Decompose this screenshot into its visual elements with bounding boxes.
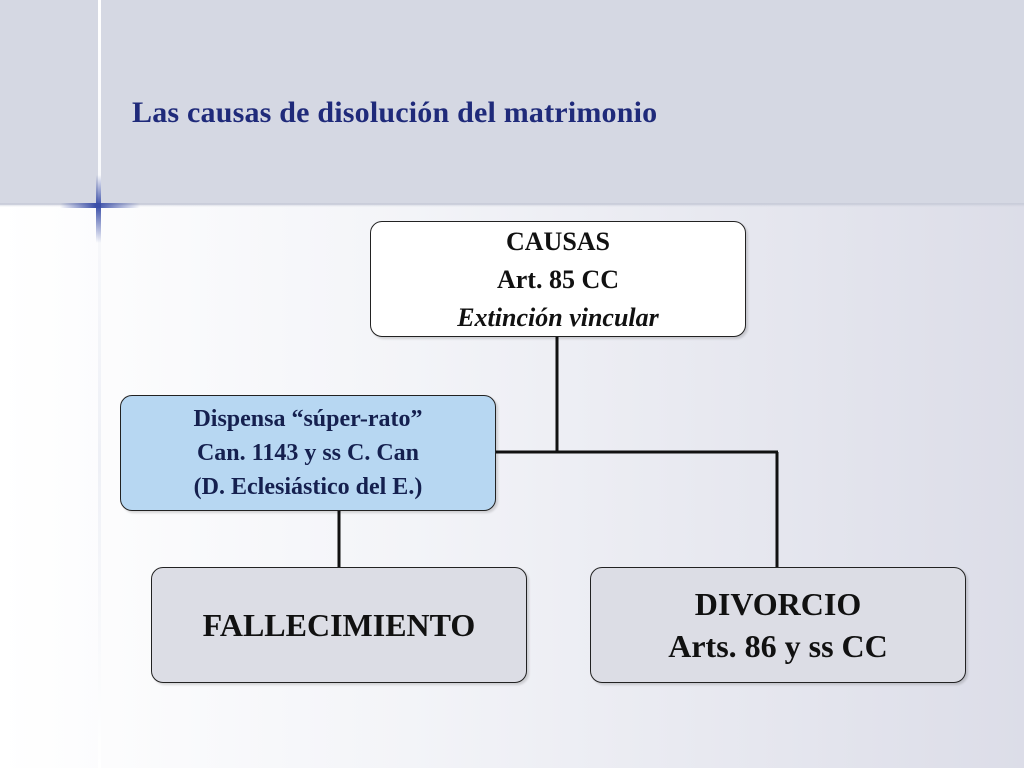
decorative-cross-vertical xyxy=(96,175,101,243)
node-fallecimiento-title: FALLECIMIENTO xyxy=(202,606,476,643)
node-causas-title: CAUSAS xyxy=(505,227,611,256)
decorative-vertical-line xyxy=(98,0,101,768)
header-divider xyxy=(0,203,1024,207)
node-causas-article: Art. 85 CC xyxy=(496,265,620,294)
decorative-cross-horizontal xyxy=(60,203,140,208)
node-fallecimiento: FALLECIMIENTO xyxy=(151,567,527,683)
node-dispensa-note: (D. Eclesiástico del E.) xyxy=(193,474,423,500)
node-dispensa-canon: Can. 1143 y ss C. Can xyxy=(196,440,420,466)
node-dispensa-title: Dispensa “súper-rato” xyxy=(193,406,423,432)
node-causas-subtitle: Extinción vincular xyxy=(457,303,659,332)
node-divorcio: DIVORCIO Arts. 86 y ss CC xyxy=(590,567,966,683)
node-causas: CAUSAS Art. 85 CC Extinción vincular xyxy=(370,221,746,337)
node-divorcio-article: Arts. 86 y ss CC xyxy=(668,628,888,664)
slide-title: Las causas de disolución del matrimonio xyxy=(132,96,658,129)
node-dispensa: Dispensa “súper-rato” Can. 1143 y ss C. … xyxy=(120,395,496,511)
node-divorcio-title: DIVORCIO xyxy=(694,586,862,622)
header-band xyxy=(0,0,1024,205)
